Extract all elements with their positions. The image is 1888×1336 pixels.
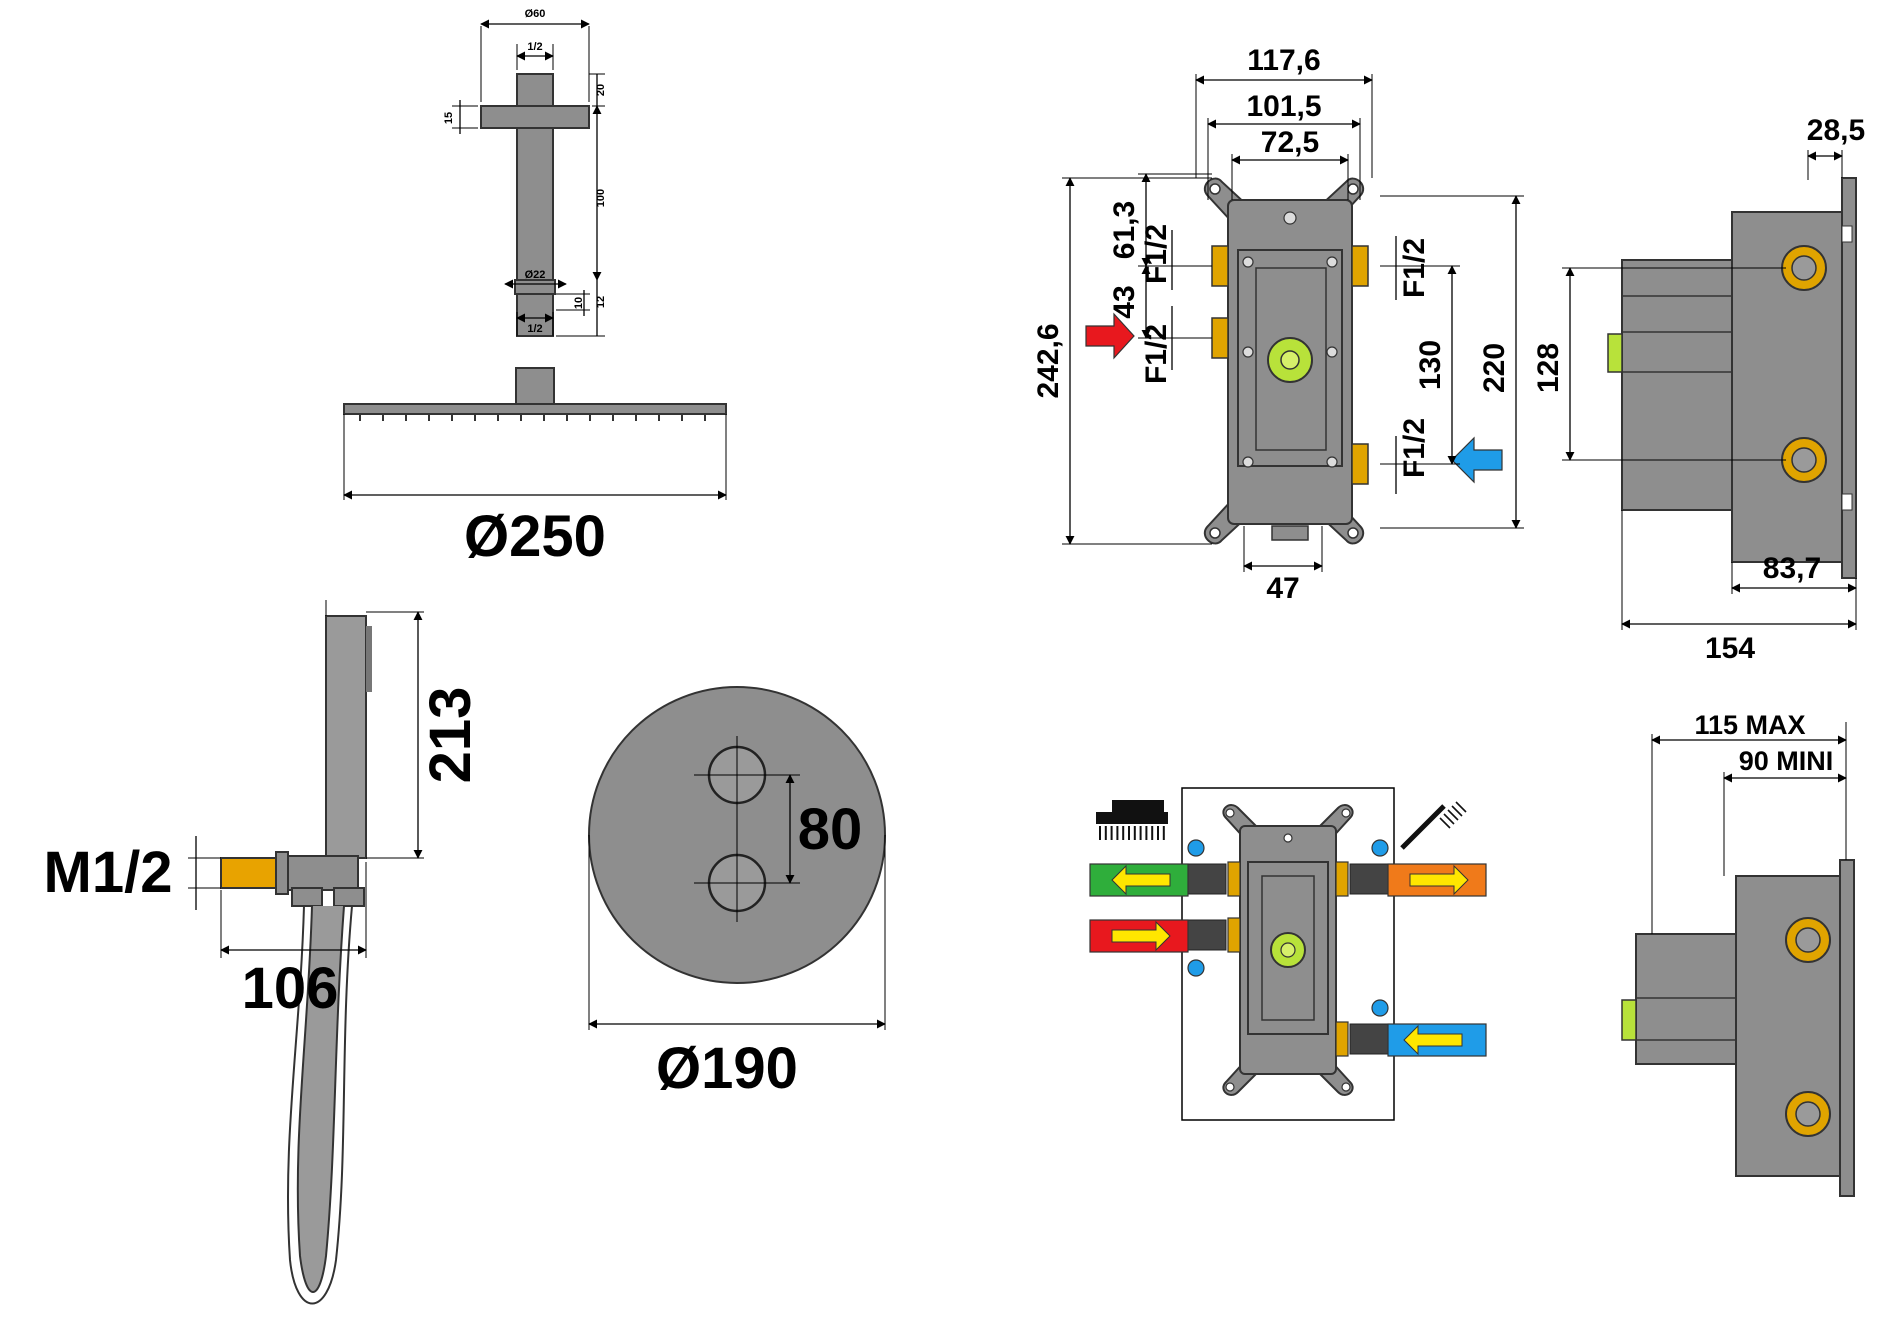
dim-15-label: 15	[443, 112, 455, 124]
overhead-arm: Ø60 1/2 20 15 100 Ø22 10 12 1/2	[443, 8, 607, 337]
width-72-label: 72,5	[1261, 126, 1319, 159]
height-242-label: 242,6	[1032, 323, 1065, 398]
port-upper-left-label: F1/2	[1140, 224, 1173, 284]
hand-shower: 213 M1/2 106	[44, 600, 483, 1305]
max-115-label: 115 MAX	[1694, 710, 1805, 740]
dia-60-label: Ø60	[525, 8, 546, 20]
dim-10-label: 10	[573, 297, 585, 309]
valve-side-view: 28,5 128 83,7 154	[1532, 114, 1865, 665]
hand-shower-height-label: 213	[418, 687, 483, 784]
dia-250-label: Ø250	[464, 504, 606, 569]
height-220-label: 220	[1478, 343, 1511, 393]
port-upper-right-label: F1/2	[1398, 238, 1431, 298]
port-lower-right-label: F1/2	[1398, 418, 1431, 478]
min-90-label: 90 MINI	[1739, 746, 1834, 776]
valve-body-front: 117,6 101,5 72,5 47 242,6 61,3 43 F1/2 F…	[1032, 44, 1524, 605]
ports-128-label: 128	[1532, 343, 1565, 393]
thread-bottom-label: 1/2	[527, 323, 542, 335]
dim-12-label: 12	[595, 296, 607, 308]
port-lower-left-label: F1/2	[1140, 324, 1173, 384]
flow-diagram	[1089, 787, 1487, 1121]
hand-shower-icon	[1400, 801, 1467, 850]
depth-154-label: 154	[1705, 632, 1755, 665]
height-130-label: 130	[1414, 340, 1447, 390]
overhead-shower-icon	[1096, 800, 1168, 840]
thread-top-label: 1/2	[527, 41, 542, 53]
width-117-label: 117,6	[1247, 44, 1320, 77]
height-61-label: 61,3	[1108, 201, 1141, 259]
shower-head-nozzles	[359, 414, 706, 421]
wall-plate: 80 Ø190	[588, 686, 886, 1101]
dia-22-label: Ø22	[525, 269, 546, 281]
flange-28-label: 28,5	[1807, 114, 1865, 147]
depth-83-label: 83,7	[1763, 552, 1821, 585]
width-101-label: 101,5	[1246, 90, 1321, 123]
width-47-label: 47	[1266, 572, 1299, 605]
dia-190-label: Ø190	[656, 1036, 798, 1101]
knob-spacing-label: 80	[798, 797, 863, 862]
thread-m12-label: M1/2	[44, 840, 173, 905]
dim-100-label: 100	[595, 189, 607, 207]
height-43-label: 43	[1108, 285, 1141, 318]
valve-side-view-mounting: 115 MAX 90 MINI	[1621, 710, 1855, 1197]
shower-head: Ø250	[343, 367, 727, 569]
hand-shower-length-label: 106	[242, 956, 339, 1021]
dim-20-label: 20	[595, 84, 607, 96]
